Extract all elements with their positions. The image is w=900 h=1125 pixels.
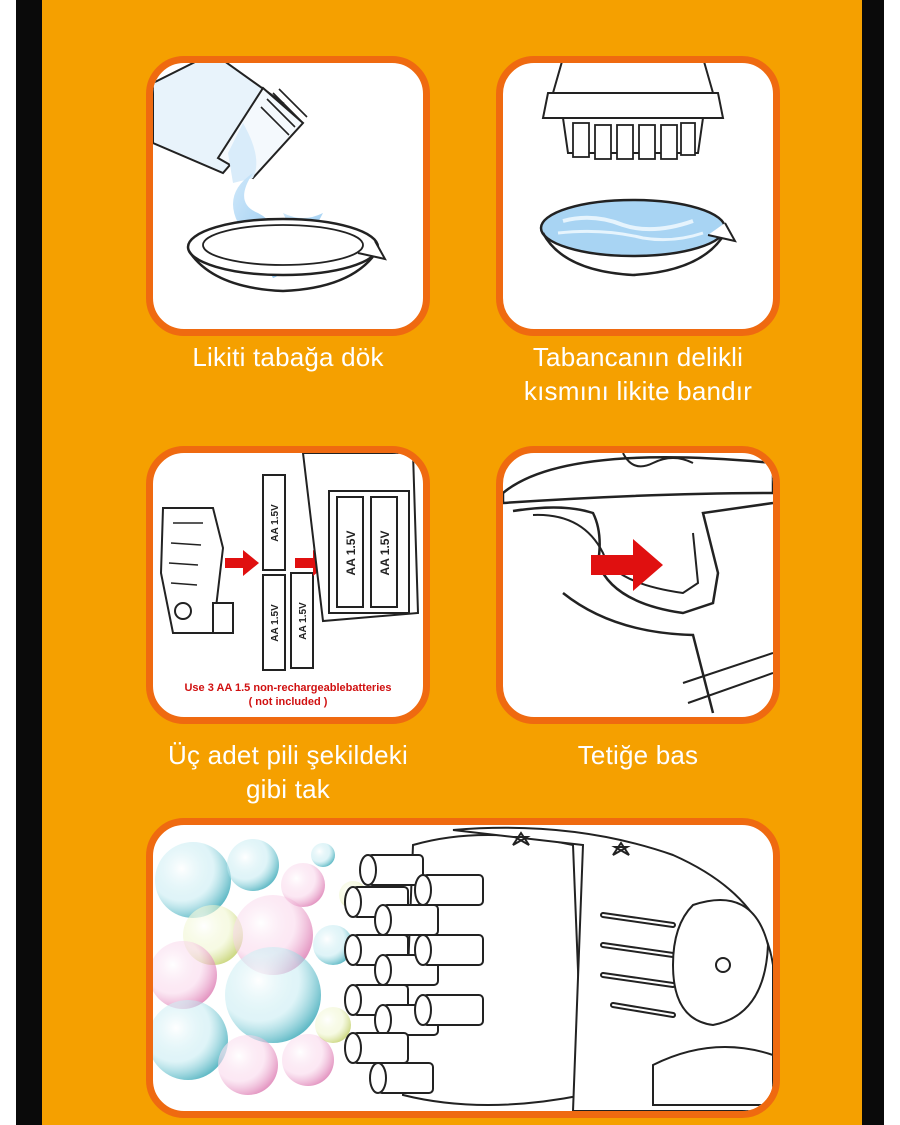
- battery-label-1: AA 1.5V: [270, 504, 281, 542]
- loose-batteries-icon: AA 1.5V AA 1.5V AA 1.5V: [262, 474, 314, 671]
- step-1-caption-line-1: Likiti tabağa dök: [192, 342, 384, 372]
- pour-liquid-icon: [153, 63, 387, 293]
- battery-note: Use 3 AA 1.5 non-rechargeablebatteries (…: [157, 681, 419, 709]
- battery-label-2: AA 1.5V: [270, 604, 281, 642]
- step-3-caption: Üç adet pili şekildeki gibi tak: [126, 738, 450, 806]
- battery-note-line-2: ( not included ): [248, 696, 328, 708]
- step-3-caption-line-1: Üç adet pili şekildeki: [168, 740, 408, 770]
- gun-body-icon: [503, 453, 773, 714]
- step-5-panel: [146, 818, 780, 1118]
- bubble-gun-icon: [153, 826, 773, 1111]
- arrow-icon: [225, 550, 259, 576]
- left-border-strip: [16, 0, 42, 1125]
- step-3-caption-line-2: gibi tak: [246, 774, 330, 804]
- step-1-caption: Likiti tabağa dök: [146, 340, 430, 374]
- gun-nozzle-icon: [541, 63, 725, 160]
- battery-label-4: AA 1.5V: [344, 531, 358, 576]
- gun-handle-icon: [159, 507, 234, 634]
- liquid-dish-icon: [539, 198, 737, 277]
- step-4-panel: [496, 446, 780, 724]
- gun-body-icon: [452, 826, 773, 1111]
- step-1-panel: [146, 56, 430, 336]
- dish-icon: [186, 217, 387, 293]
- battery-label-3: AA 1.5V: [298, 602, 309, 640]
- insert-batteries-icon: AA 1.5V AA 1.5V AA 1.5V AA 1.5V AA 1.5V: [159, 453, 420, 671]
- battery-compartment-icon: AA 1.5V AA 1.5V: [301, 453, 420, 623]
- step-4-caption-line-1: Tetiğe bas: [577, 740, 699, 770]
- battery-label-5: AA 1.5V: [378, 531, 392, 576]
- step-2-panel: [496, 56, 780, 336]
- dip-gun-icon: [539, 63, 737, 277]
- step-3-panel: AA 1.5V AA 1.5V AA 1.5V AA 1.5V AA 1.5V …: [146, 446, 430, 724]
- right-border-strip: [862, 0, 884, 1125]
- press-trigger-icon: [503, 453, 773, 714]
- right-margin: [884, 0, 900, 1125]
- left-margin: [0, 0, 16, 1125]
- gun-barrels-icon: [344, 834, 585, 1106]
- battery-note-line-1: Use 3 AA 1.5 non-rechargeablebatteries: [184, 682, 392, 694]
- bottle-icon: [153, 63, 308, 183]
- trigger-arrow-icon: [591, 539, 663, 591]
- step-4-caption: Tetiğe bas: [496, 738, 780, 772]
- step-2-caption-line-1: Tabancanın delikli: [532, 342, 744, 372]
- bubbles-icon: [153, 839, 367, 1095]
- step-2-caption-line-2: kısmını likite bandır: [523, 376, 753, 406]
- step-2-caption: Tabancanın delikli kısmını likite bandır: [476, 340, 800, 408]
